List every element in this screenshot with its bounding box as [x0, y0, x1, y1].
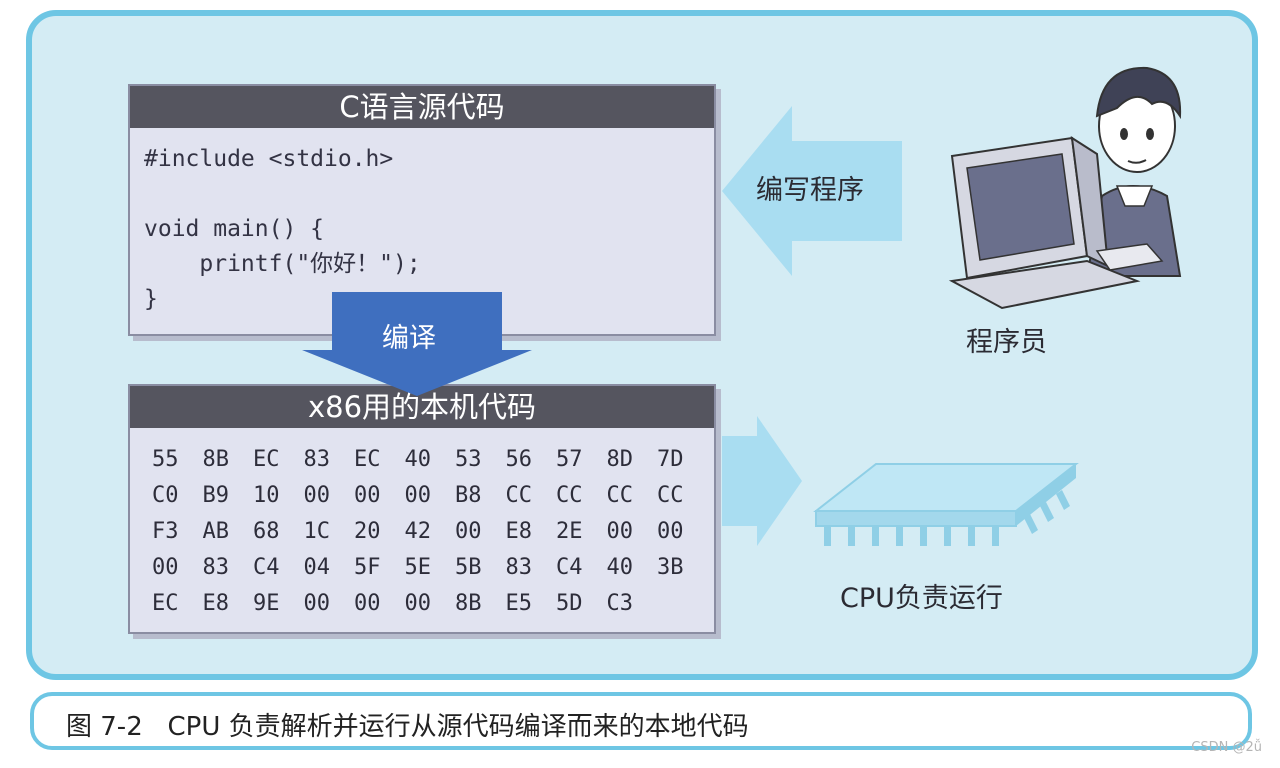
hex-byte: EC	[354, 447, 381, 472]
hex-byte: B8	[455, 483, 482, 508]
write-arrow	[722, 106, 902, 276]
c-source-code: #include <stdio.h> void main() { printf(…	[144, 146, 421, 312]
hex-byte: 00	[404, 591, 432, 616]
hex-byte: 40	[606, 555, 634, 580]
hex-byte: 00	[354, 591, 381, 616]
hex-byte: 00	[657, 519, 684, 544]
hex-byte: 5B	[455, 555, 482, 580]
hex-byte: E8	[505, 519, 533, 544]
hex-byte: 53	[455, 447, 482, 472]
hex-byte: 83	[202, 555, 230, 580]
cpu-chip-icon	[813, 463, 1079, 546]
hex-byte: B9	[202, 483, 230, 508]
c-source-title: C语言源代码	[130, 86, 714, 128]
hex-byte: 2E	[556, 519, 583, 544]
hex-byte: 7D	[657, 447, 684, 472]
diagram-frame: 编写程序 程序员 CPU负责运行 C语言源代码 #include <stdio.…	[26, 10, 1258, 680]
hex-byte: 56	[505, 447, 533, 472]
hex-byte: 55	[152, 447, 179, 472]
compile-arrow	[302, 292, 532, 396]
figure-caption: 图 7-2 CPU 负责解析并运行从源代码编译而来的本地代码	[66, 712, 749, 742]
hex-byte: 9E	[253, 591, 280, 616]
hex-byte: 83	[303, 447, 331, 472]
caption-bar: 图 7-2 CPU 负责解析并运行从源代码编译而来的本地代码	[30, 692, 1252, 750]
hex-byte: CC	[505, 483, 533, 508]
hex-byte: EC	[253, 447, 280, 472]
hex-byte: C4	[556, 555, 583, 580]
run-arrow	[722, 416, 802, 546]
compile-arrow-label: 编译	[382, 323, 436, 354]
programmer-at-computer-icon	[948, 66, 1182, 310]
cpu-label: CPU负责运行	[840, 583, 1003, 614]
hex-byte: 5E	[404, 555, 432, 580]
hex-byte: CC	[606, 483, 634, 508]
hex-byte: 5F	[354, 555, 381, 580]
hex-byte: 00	[303, 591, 331, 616]
hex-byte: 8D	[606, 447, 634, 472]
hex-byte: 10	[253, 483, 280, 508]
hex-byte: 40	[404, 447, 432, 472]
hex-byte: C4	[253, 555, 280, 580]
hex-byte: F3	[152, 519, 179, 544]
hex-byte: 00	[152, 555, 179, 580]
write-arrow-label: 编写程序	[756, 175, 864, 206]
hex-byte: 00	[404, 483, 432, 508]
watermark: CSDN @2ǚ	[1191, 740, 1262, 755]
hex-byte: CC	[657, 483, 684, 508]
hex-byte: 00	[455, 519, 482, 544]
hex-byte: 00	[303, 483, 331, 508]
hex-byte: 42	[404, 519, 432, 544]
hex-byte: 00	[606, 519, 634, 544]
hex-byte: 8B	[455, 591, 482, 616]
hex-byte: 04	[303, 555, 331, 580]
hex-byte: AB	[202, 519, 230, 544]
hex-byte: 5D	[556, 591, 583, 616]
programmer-label: 程序员	[966, 327, 1047, 358]
hex-byte: C3	[606, 591, 634, 616]
hex-byte: 68	[253, 519, 280, 544]
hex-byte: C0	[152, 483, 179, 508]
hex-byte: 20	[354, 519, 381, 544]
hex-byte: 3B	[657, 555, 684, 580]
hex-byte: 8B	[202, 447, 230, 472]
hex-byte: 57	[556, 447, 583, 472]
hex-byte: 1C	[303, 519, 331, 544]
hex-byte: E8	[202, 591, 230, 616]
hex-byte: 83	[505, 555, 533, 580]
hex-byte: E5	[505, 591, 533, 616]
hex-byte: EC	[152, 591, 179, 616]
hex-byte: 00	[354, 483, 381, 508]
hex-byte: CC	[556, 483, 583, 508]
